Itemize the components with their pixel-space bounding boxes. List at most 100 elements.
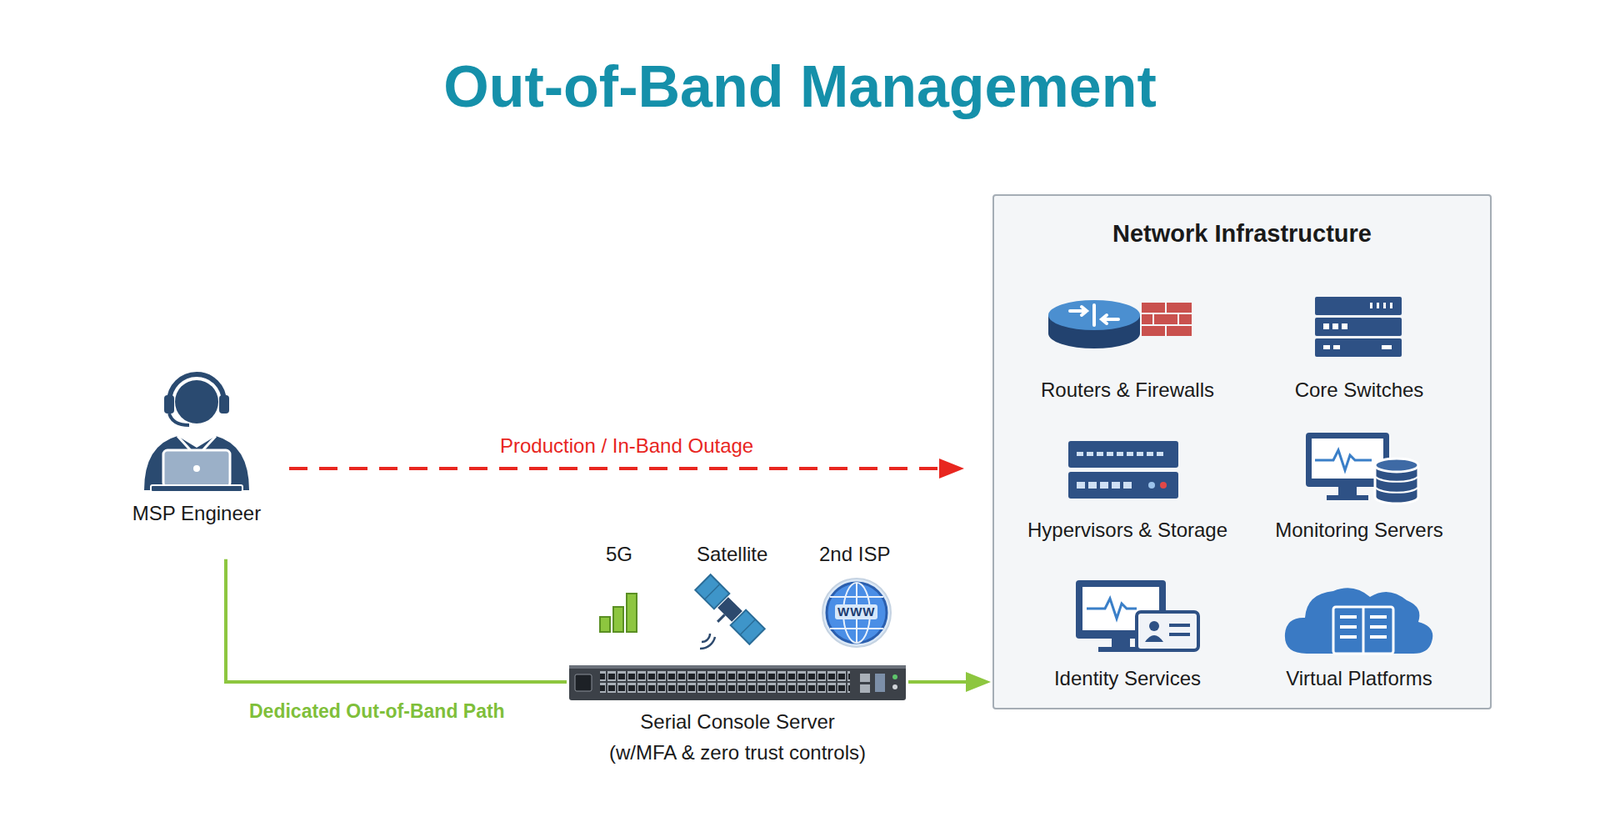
internet-globe-icon [822,578,891,647]
device-item: Core Switches [1246,290,1472,403]
console-server-icon-part [569,665,906,700]
virtual-platform-icon-part [1340,615,1387,639]
core-switch-icon-part-part [1390,302,1393,309]
virtual-platform-icon-part-part [1340,625,1357,629]
edge-label: Production / In-Band Outage [496,434,757,459]
hypervisor-storage-icon-part [1160,481,1167,489]
virtual-platform-icon-part [1333,606,1394,654]
router-firewall-icon-part-part [1070,306,1087,315]
console-server-icon [566,658,909,705]
core-switch-icon-part-part [1332,323,1339,330]
satellite-icon [690,574,765,649]
identity-service-icon-part [1136,611,1199,650]
monitoring-server-icon-part [1326,495,1369,500]
device-item: Virtual Platforms [1246,578,1472,691]
hypervisor-storage-icon-part-part [1106,451,1114,456]
router-firewall-icon-part [1070,305,1119,325]
console-server-icon-part [600,670,850,695]
console-server-icon-part [892,674,898,680]
core-switch-icon [1246,290,1472,374]
hypervisor-storage-icon-part-part [1156,451,1164,456]
router-firewall-icon-part [1048,300,1140,330]
identity-service-icon-part [1086,598,1137,619]
connector-line [289,466,941,470]
edge-label: Dedicated Out-of-Band Path [245,700,509,724]
in-band-outage-arrow [289,458,965,479]
connector-line [225,559,567,682]
engineer-icon-part [219,395,230,414]
satellite-icon-part [700,636,715,649]
hypervisor-storage-icon-part-part [1076,451,1084,456]
engineer-icon-part [163,450,230,487]
hypervisor-storage-icon-part [1068,440,1179,468]
infrastructure-panel: Network Infrastructure Routers & Firewal… [992,194,1492,710]
arrowhead [965,671,991,692]
hypervisor-storage-icon-part [1068,471,1179,499]
device-item: Monitoring Servers [1246,430,1472,543]
globe-text: WWW [835,604,878,620]
core-switch-icon-part [1315,317,1402,336]
engineer-node: MSP Engineer [125,363,268,526]
identity-service-icon-part [1075,580,1166,639]
diagram-title: Out-of-Band Management [0,53,1600,121]
device-item: Hypervisors & Storage [1015,430,1240,543]
hypervisor-storage-icon-part-part [1136,451,1144,456]
satellite-icon-part [690,574,765,649]
engineer-icon-part [150,485,243,492]
node-label: Routers & Firewalls [1015,378,1240,403]
internet-globe-icon-part [830,595,884,598]
link-type-label: 5G [605,542,633,567]
core-switch-icon-part-part [1370,302,1373,309]
cellular-5g-icon [600,593,637,632]
oob-path-arrow [908,671,991,692]
arrowhead [939,458,965,479]
internet-globe-icon-part [826,582,887,643]
engineer-icon-part [175,380,219,424]
identity-service-icon-part [1145,635,1164,642]
engineer-icon-part [164,395,175,414]
identity-service-icon-part [1111,638,1130,647]
virtual-platform-icon-part [1285,587,1433,654]
core-switch-icon-part-part [1323,323,1330,330]
hypervisor-storage-icon-part [1076,451,1164,489]
router-firewall-icon [1015,290,1240,374]
engineer-icon-part [144,435,250,490]
router-firewall-icon-part-part [1141,314,1153,325]
engineer-icon [134,363,260,492]
node-label: Identity Services [1015,666,1240,691]
core-switch-icon-part [1315,338,1402,357]
cellular-5g-icon-part [613,606,624,632]
hypervisor-storage-icon [1015,430,1240,514]
router-firewall-icon-part [1141,302,1192,336]
hypervisor-storage-icon-part-part [1146,451,1154,456]
link-type-label: Satellite [696,542,768,567]
hypervisor-storage-icon-part-part [1123,481,1132,489]
router-firewall-icon-part-part [1141,325,1165,336]
router-firewall-icon-part-part [1101,315,1119,324]
satellite-icon-part-part [740,619,755,635]
monitoring-server-icon [1246,430,1472,514]
hypervisor-storage-icon-part [1148,481,1155,489]
internet-globe-icon-part [830,627,884,630]
node-label: Monitoring Servers [1246,518,1472,543]
virtual-platform-icon-part-part [1370,635,1387,639]
hypervisor-storage-icon-part-part [1126,451,1134,456]
console-server-icon-part [860,673,870,682]
hypervisor-storage-icon-part-part [1100,481,1109,489]
satellite-icon-part-part [717,614,725,621]
console-server-icon-part [575,674,592,691]
device-item: Routers & Firewalls [1015,290,1240,403]
hypervisor-storage-icon-part-part [1116,451,1124,456]
console-server-icon-part [875,673,885,692]
node-label: Core Switches [1246,378,1472,403]
virtual-platform-icon-part-part [1370,615,1387,619]
engineer-icon-part [169,374,225,402]
internet-globe-icon-part [822,578,891,647]
node-label: Network Infrastructure [994,195,1490,249]
cellular-5g-icon-part [600,616,610,632]
core-switch-icon-part [1323,302,1393,350]
hypervisor-storage-icon-part-part [1086,451,1094,456]
node-label: Serial Console Server [566,710,909,735]
hypervisor-storage-icon-part-part [1096,451,1104,456]
core-switch-icon-part-part [1341,323,1348,330]
